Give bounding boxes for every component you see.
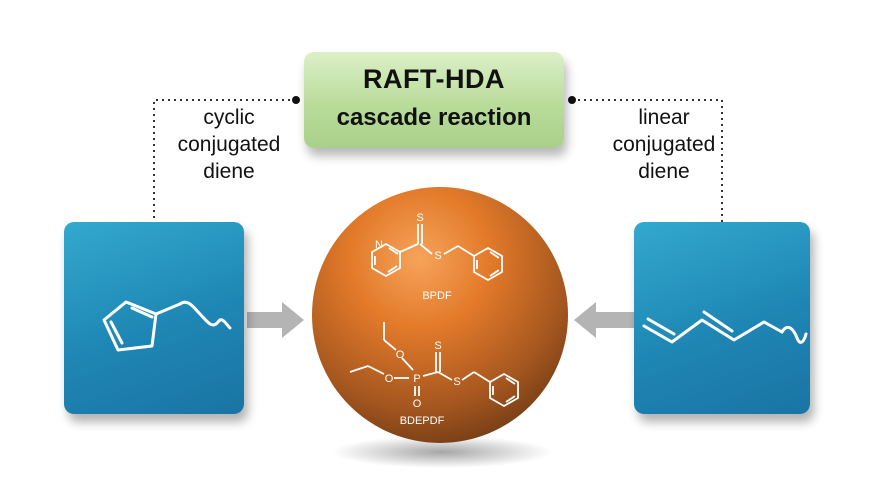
linear-diene-structure	[642, 310, 808, 344]
sphere	[312, 187, 568, 443]
bdepdf-name: BDEPDF	[400, 415, 445, 427]
sphere-shadow	[332, 436, 552, 468]
left-arrow	[574, 302, 634, 338]
bdepdf-p-atom: P	[413, 373, 420, 385]
left-label-line: conjugated	[177, 133, 281, 156]
bpdf-s-thione: S	[416, 212, 423, 224]
left-label: cyclic conjugated diene	[169, 104, 289, 185]
bdepdf-s-ester: S	[453, 376, 460, 388]
right-panel	[634, 222, 810, 414]
bdepdf-o-upper: O	[396, 349, 405, 361]
title-line-2: cascade reaction	[336, 104, 532, 131]
right-label-line: linear	[638, 106, 690, 129]
right-dotted-connector	[572, 99, 723, 222]
bpdf-n-atom: N	[375, 239, 383, 251]
left-connector-dot	[292, 96, 300, 104]
bdepdf-s-thione: S	[434, 340, 441, 352]
bpdf-molecule	[371, 224, 503, 281]
bdepdf-o-bottom: O	[413, 398, 422, 410]
right-label: linear conjugated diene	[604, 104, 724, 185]
right-arrow	[247, 302, 304, 338]
bdepdf-molecule	[349, 322, 519, 407]
title-line-1: RAFT-HDA	[363, 64, 505, 94]
left-panel	[64, 222, 244, 414]
left-dotted-connector	[153, 99, 296, 222]
left-label-line: cyclic	[203, 106, 255, 129]
bpdf-s-ester: S	[434, 250, 441, 262]
right-label-line: conjugated	[612, 133, 716, 156]
title-box: RAFT-HDA cascade reaction	[304, 52, 564, 148]
right-connector-dot	[568, 96, 576, 104]
bdepdf-o-left: O	[385, 373, 394, 385]
left-label-line: diene	[203, 160, 255, 183]
right-label-line: diene	[638, 160, 690, 183]
cyclopentadiene-structure	[102, 300, 232, 352]
bpdf-name: BPDF	[422, 290, 452, 302]
